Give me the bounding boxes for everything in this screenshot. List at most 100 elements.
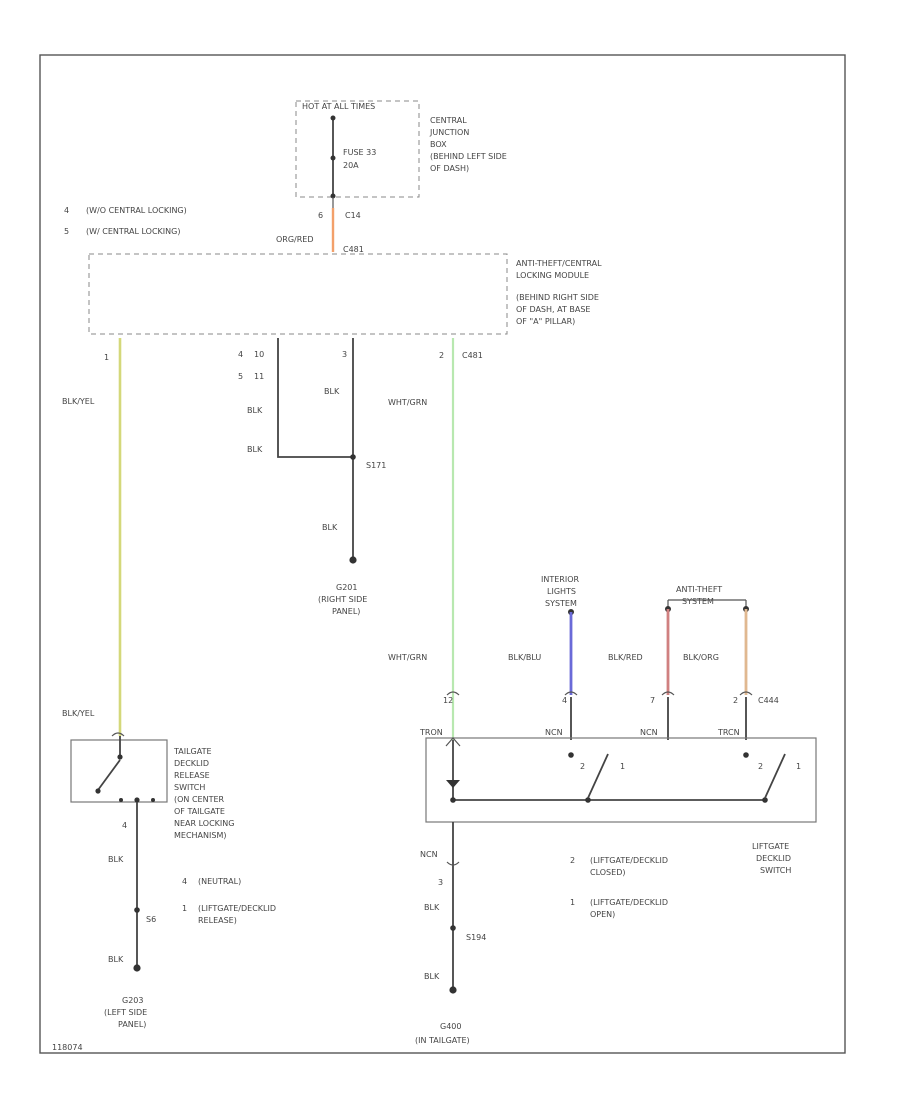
interior-lights-1: INTERIOR [541, 575, 580, 584]
conn-mark-a [446, 691, 460, 696]
gnd-wire-label-1: BLK [247, 406, 263, 415]
liftgate-switch-label-3: SWITCH [760, 866, 791, 875]
left-wire-label-mid: BLK/YEL [62, 709, 95, 718]
g203-location-2: PANEL) [118, 1020, 146, 1029]
tailgate-note-2-num: 1 [182, 904, 187, 913]
fuse-bottom-dot [330, 193, 336, 199]
tailgate-pin: 4 [122, 821, 127, 830]
sw1-pin2: 2 [580, 762, 585, 771]
g203-location-1: (LEFT SIDE [104, 1008, 147, 1017]
liftgate-note-2-text2: OPEN) [590, 910, 615, 919]
switch-conn: C444 [758, 696, 779, 705]
g400-name: G400 [440, 1022, 461, 1031]
footer-code: 118074 [52, 1043, 83, 1052]
liftgate-blk2: BLK [424, 972, 440, 981]
liftgate-note-2-num: 1 [570, 898, 575, 907]
liftgate-pin: 3 [438, 878, 443, 887]
gnd-pin-10: 10 [254, 350, 264, 359]
liftgate-note-1-num: 2 [570, 856, 575, 865]
liftgate-ncn: NCN [420, 850, 438, 859]
diagram-frame [39, 54, 846, 1054]
tailgate-note-2-text2: RELEASE) [198, 916, 237, 925]
liftgate-blk: BLK [424, 903, 440, 912]
gnd-pin-5: 5 [238, 372, 243, 381]
sw1-top-dot [568, 752, 574, 758]
c14-pin: 6 [318, 211, 323, 220]
tailgate-desc-1: TAILGATE [173, 747, 212, 756]
fuse-box-desc-5: OF DASH) [430, 164, 469, 173]
ground-g201-dot [349, 556, 357, 564]
sw2-pin1: 1 [796, 762, 801, 771]
g203-name: G203 [122, 996, 143, 1005]
tailgate-left-dot [95, 788, 101, 794]
tailgate-switch-box [70, 739, 168, 803]
splice-s171-label: S171 [366, 461, 386, 470]
fuse-box-desc-2: JUNCTION [429, 128, 469, 137]
right-wire-label-mid: WHT/GRN [388, 653, 427, 662]
liftgate-switch-label-1: LIFTGATE [752, 842, 789, 851]
liftgate-note-1-text: (LIFTGATE/DECKLID [590, 856, 668, 865]
tailgate-top-dot [117, 754, 123, 760]
tailgate-bottom-dot-2 [119, 798, 123, 802]
g201-location-2: PANEL) [332, 607, 360, 616]
module-desc-4: OF DASH, AT BASE [516, 305, 591, 314]
module-desc-5: OF "A" PILLAR) [516, 317, 575, 326]
liftgate-switch-label-2: DECKLID [756, 854, 791, 863]
sw1-pin1: 1 [620, 762, 625, 771]
splice-s6-dot [134, 907, 140, 913]
switch-junction-dot [450, 797, 456, 803]
conn-label-2: NCN [545, 728, 563, 737]
switch-pin-c: 7 [650, 696, 655, 705]
tailgate-desc-3: RELEASE [174, 771, 210, 780]
red-wire-label: BLK/RED [608, 653, 643, 662]
orange-wire-label: ORG/RED [276, 235, 314, 244]
note-4-text: (W/O CENTRAL LOCKING) [86, 206, 187, 215]
switch-pin-a: 12 [443, 696, 453, 705]
switch-arrow-up [445, 737, 461, 747]
gnd-pin-11: 11 [254, 372, 264, 381]
tailgate-conn-mark [111, 732, 125, 737]
liftgate-note-2-text: (LIFTGATE/DECKLID [590, 898, 668, 907]
sw2-pin2: 2 [758, 762, 763, 771]
g400-location: (IN TAILGATE) [415, 1036, 470, 1045]
sw2-blade [764, 753, 786, 799]
right-pin: 2 [439, 351, 444, 360]
sw1-bottom-dot [585, 797, 591, 803]
ground-wire-left [277, 338, 353, 458]
right-wire-label-top: WHT/GRN [388, 398, 427, 407]
liftgate-conn-mark [446, 861, 460, 866]
conn-label-4: TRCN [717, 728, 740, 737]
gnd-pin-4: 4 [238, 350, 243, 359]
g201-name: G201 [336, 583, 357, 592]
module-desc-1: ANTI-THEFT/CENTRAL [516, 259, 602, 268]
sw2-top-dot [743, 752, 749, 758]
splice-s194-label: S194 [466, 933, 486, 942]
fuse-box-desc-1: CENTRAL [430, 116, 467, 125]
conn-label-1: TRON [419, 728, 443, 737]
gnd-wire-label-2: BLK [247, 445, 263, 454]
fuse-box-desc-4: (BEHIND LEFT SIDE [430, 152, 507, 161]
ground-lower-wire-label: BLK [322, 523, 338, 532]
right-conn: C481 [462, 351, 483, 360]
hot-at-all-times-label: HOT AT ALL TIMES [302, 102, 375, 111]
fuse-box [295, 100, 420, 198]
left-wire-pin: 1 [104, 353, 109, 362]
mid-wire-label: BLK [324, 387, 340, 396]
note-5-num: 5 [64, 227, 69, 236]
note-4-num: 4 [64, 206, 69, 215]
conn-mark-d [739, 691, 753, 696]
module-conn-label: C481 [343, 245, 364, 254]
tailgate-wire: BLK [108, 855, 124, 864]
ground-g203-dot [133, 964, 141, 972]
liftgate-switch-box [425, 737, 817, 823]
switch-pin-b: 4 [562, 696, 567, 705]
conn-label-3: NCN [640, 728, 658, 737]
sw1-blade [587, 753, 609, 799]
interior-lights-2: LIGHTS [547, 587, 576, 596]
anti-theft-2: SYSTEM [682, 597, 714, 606]
interior-lights-3: SYSTEM [545, 599, 577, 608]
fuse-amp-label: 20A [343, 161, 359, 170]
tailgate-blade [97, 759, 121, 791]
tailgate-desc-6: OF TAILGATE [174, 807, 225, 816]
tailgate-note-1-num: 4 [182, 877, 187, 886]
